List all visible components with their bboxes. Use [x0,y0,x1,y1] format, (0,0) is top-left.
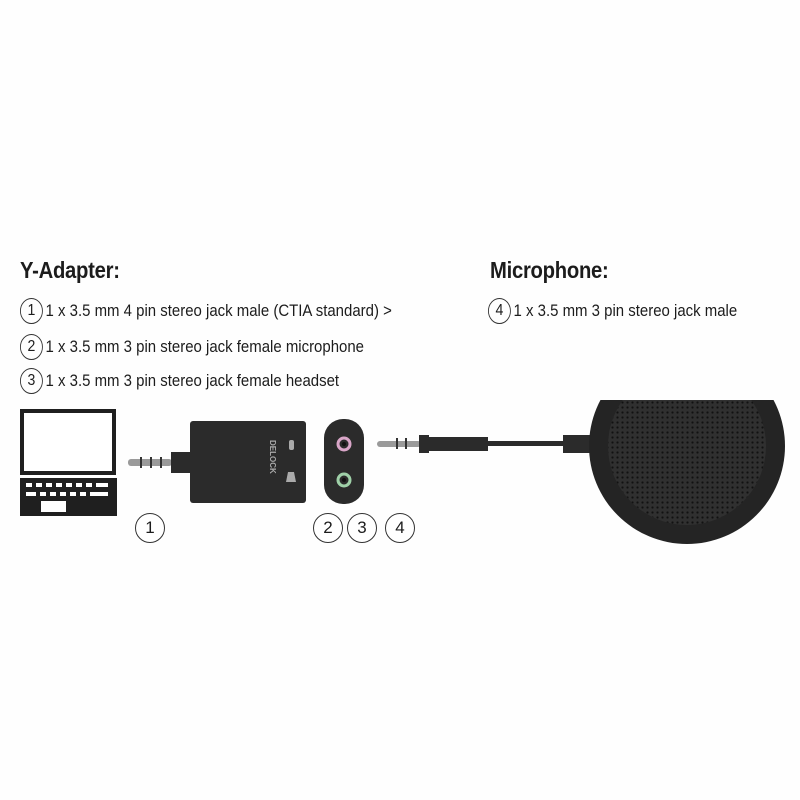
spec-item-4: 4 1 x 3.5 mm 3 pin stereo jack male [488,298,737,324]
number-badge-2: 2 [20,334,43,360]
svg-text:DELOCK: DELOCK [268,440,277,474]
spec-item-2: 2 1 x 3.5 mm 3 pin stereo jack female mi… [20,334,364,360]
number-badge-3: 3 [20,368,43,394]
y-adapter-body-icon: DELOCK [190,421,306,503]
spec-text-3: 1 x 3.5 mm 3 pin stereo jack female head… [45,371,340,390]
spec-item-1: 1 1 x 3.5 mm 4 pin stereo jack male (CTI… [20,298,392,324]
spec-text-1: 1 x 3.5 mm 4 pin stereo jack male (CTIA … [45,301,392,320]
diagram-badge-2: 2 [313,513,343,543]
diagram-badge-3: 3 [347,513,377,543]
connection-diagram: DELOCK [20,400,785,544]
spec-text-4: 1 x 3.5 mm 3 pin stereo jack male [513,301,738,320]
four-pin-plug-icon [128,452,191,473]
spec-text-2: 1 x 3.5 mm 3 pin stereo jack female micr… [45,337,364,356]
three-pin-plug-icon [377,435,593,453]
diagram-badge-1: 1 [135,513,165,543]
microphone-heading: Microphone: [490,257,609,283]
spec-item-3: 3 1 x 3.5 mm 3 pin stereo jack female he… [20,368,339,394]
female-ports-icon [324,419,364,504]
diagram-badge-4: 4 [385,513,415,543]
laptop-icon [20,409,117,516]
microphone-puck-icon [589,400,785,544]
number-badge-1: 1 [20,298,43,324]
number-badge-4: 4 [488,298,511,324]
y-adapter-heading: Y-Adapter: [20,257,120,283]
